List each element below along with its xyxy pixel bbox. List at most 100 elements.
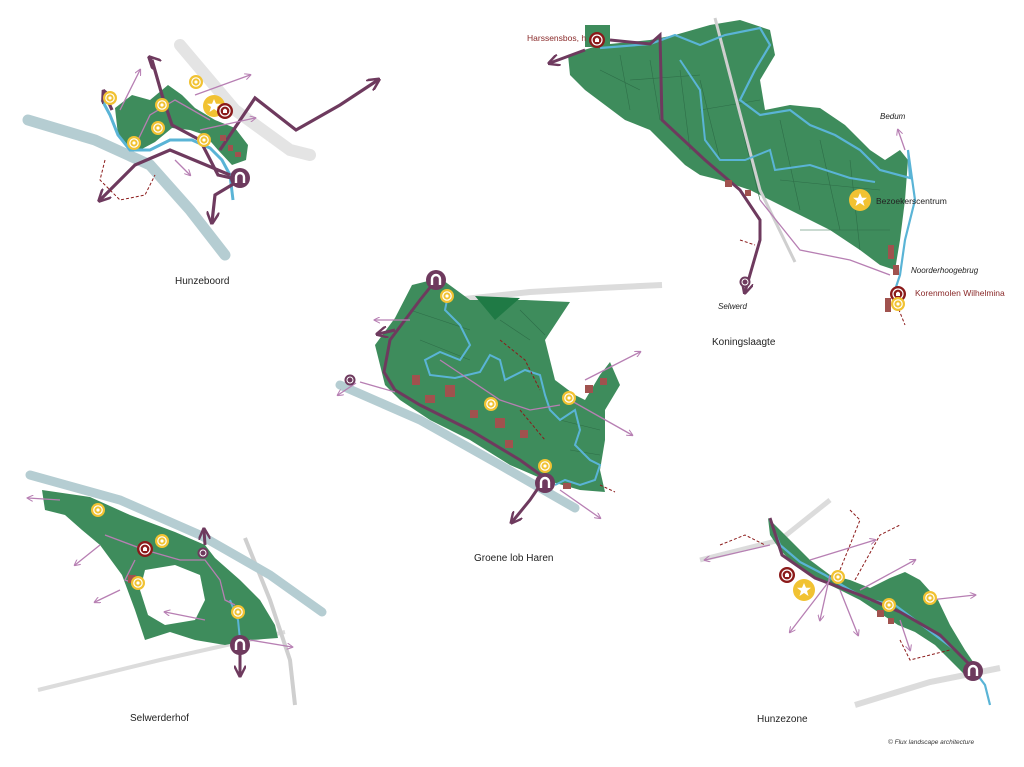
river [599, 26, 917, 291]
river-inner [679, 59, 876, 183]
poi-icon [126, 135, 142, 151]
road-blue [22, 114, 231, 261]
road-grey [713, 17, 797, 263]
river [100, 99, 235, 201]
path-6 [929, 595, 975, 601]
pin-icon [739, 276, 751, 288]
building [412, 375, 420, 385]
mill-icon [136, 540, 154, 558]
mill-icon [588, 31, 606, 49]
map-hunzeboord: Hunzeboord [22, 39, 378, 287]
path-dashed [99, 159, 156, 201]
building [888, 618, 894, 624]
building [725, 180, 732, 187]
green-area [568, 20, 908, 270]
poi-icon [154, 97, 170, 113]
path-2 [809, 540, 875, 561]
path-2 [194, 75, 250, 96]
green-dark [475, 296, 520, 320]
building [128, 575, 136, 583]
path-w [338, 382, 357, 395]
map-groene-lob-haren: Groene lob Haren [335, 268, 663, 564]
building [563, 483, 571, 489]
road-grey [174, 39, 316, 161]
building [893, 265, 899, 275]
route-nw [378, 330, 396, 334]
credit-text: © Flux landscape architecture [888, 738, 974, 746]
path-1 [28, 498, 61, 500]
cutout [140, 565, 205, 625]
pin-icon [197, 547, 209, 559]
path-3 [95, 589, 121, 602]
path-5 [249, 639, 292, 647]
mill-icon [216, 102, 234, 120]
route-main [768, 517, 977, 672]
label-selwerd: Selwerd [718, 302, 747, 311]
star-icon [793, 579, 815, 601]
path-bedum [898, 130, 906, 151]
label-korenmolen: Korenmolen Wilhelmina [915, 288, 1005, 298]
building [425, 395, 435, 403]
label-bezoekerscentrum: Bezoekerscentrum [876, 196, 947, 206]
map-title: Selwerderhof [130, 713, 189, 724]
poi-icon [196, 132, 212, 148]
green-area [115, 85, 248, 165]
field-lines [409, 309, 601, 456]
poi-icon [154, 533, 170, 549]
path-inner [439, 359, 561, 411]
poi-icon [922, 590, 938, 606]
building [888, 245, 894, 259]
path-1 [705, 544, 771, 560]
building [745, 190, 751, 196]
star-icon [849, 189, 871, 211]
path-5 [859, 560, 915, 591]
path-5 [559, 489, 600, 518]
path-3 [584, 352, 640, 381]
path-8 [820, 574, 831, 620]
green-area [375, 278, 620, 492]
route-west [100, 148, 231, 200]
map-title: Hunzezone [757, 714, 808, 725]
map-hunzezone: Hunzezone [699, 498, 1001, 725]
route-main [609, 31, 762, 292]
path-1 [359, 381, 396, 393]
map-title: Koningslaagte [712, 337, 776, 348]
map-selwerderhof: Selwerderhof [25, 470, 327, 724]
building [495, 418, 505, 428]
route-east [218, 80, 378, 151]
tunnel-icon [424, 268, 448, 292]
path-3 [790, 579, 831, 632]
route-harssensbos [550, 48, 586, 63]
building [445, 385, 455, 397]
poi-icon [439, 288, 455, 304]
poi-icon [150, 120, 166, 136]
map-title: Hunzeboord [175, 276, 229, 287]
route-main [204, 530, 205, 546]
building [520, 430, 528, 438]
poi-icon [230, 604, 246, 620]
path-7 [899, 619, 910, 650]
tunnel-icon [533, 471, 557, 495]
path-2 [75, 544, 101, 565]
river [423, 294, 602, 487]
building [235, 152, 241, 157]
path-dashed [739, 239, 906, 326]
poi-icon [561, 390, 577, 406]
path-1 [759, 199, 891, 276]
building [600, 378, 607, 385]
path-1 [119, 70, 140, 111]
label-noorderhoogebrug: Noorderhoogebrug [911, 266, 979, 275]
building [505, 440, 513, 448]
building [885, 298, 891, 312]
poi-icon [890, 296, 906, 312]
poi-icon [102, 90, 118, 106]
poi-icon [483, 396, 499, 412]
green-area [768, 518, 980, 680]
building [228, 145, 233, 151]
path-dashed [719, 509, 951, 661]
path-4 [174, 159, 190, 175]
road-grey-top [454, 282, 663, 303]
route-north [150, 58, 152, 60]
map-title: Groene lob Haren [474, 553, 554, 564]
